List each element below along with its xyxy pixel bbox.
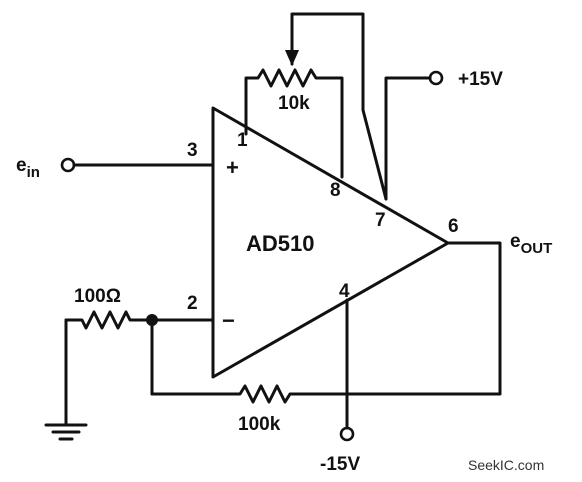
minus-sign: −: [222, 308, 235, 333]
pin-6-label: 6: [448, 216, 459, 237]
pin-7-label: 7: [375, 210, 386, 231]
output-label: eOUT: [510, 231, 552, 257]
pin-2-label: 2: [187, 293, 198, 314]
input-resistor-value: 100Ω: [74, 286, 121, 307]
negative-supply-terminal: [339, 426, 355, 442]
positive-supply-label: +15V: [458, 69, 503, 90]
opamp-body: [211, 106, 450, 379]
feedback-resistor: [150, 241, 502, 404]
input-terminal: [60, 157, 76, 173]
pin-1-label: 1: [237, 130, 248, 151]
feedback-resistor-value: 100k: [238, 414, 281, 435]
positive-supply-wire: [384, 76, 432, 201]
plus-sign: +: [226, 155, 239, 180]
opamp-name: AD510: [246, 231, 314, 256]
pin-3-label: 3: [187, 140, 198, 161]
pin-8-label: 8: [330, 180, 341, 201]
trim-pot-value: 10k: [278, 93, 310, 114]
watermark: SeekIC.com: [468, 457, 544, 473]
pin-4-label: 4: [339, 281, 350, 302]
positive-supply-terminal: [428, 70, 444, 86]
trim-pot-resistor: [244, 68, 344, 179]
input-resistor: [64, 310, 154, 330]
wiper-arrow: [285, 50, 299, 66]
negative-supply-label: -15V: [320, 454, 360, 475]
input-label: ein: [16, 155, 40, 181]
trim-pot-wiper-wire: [290, 12, 388, 201]
